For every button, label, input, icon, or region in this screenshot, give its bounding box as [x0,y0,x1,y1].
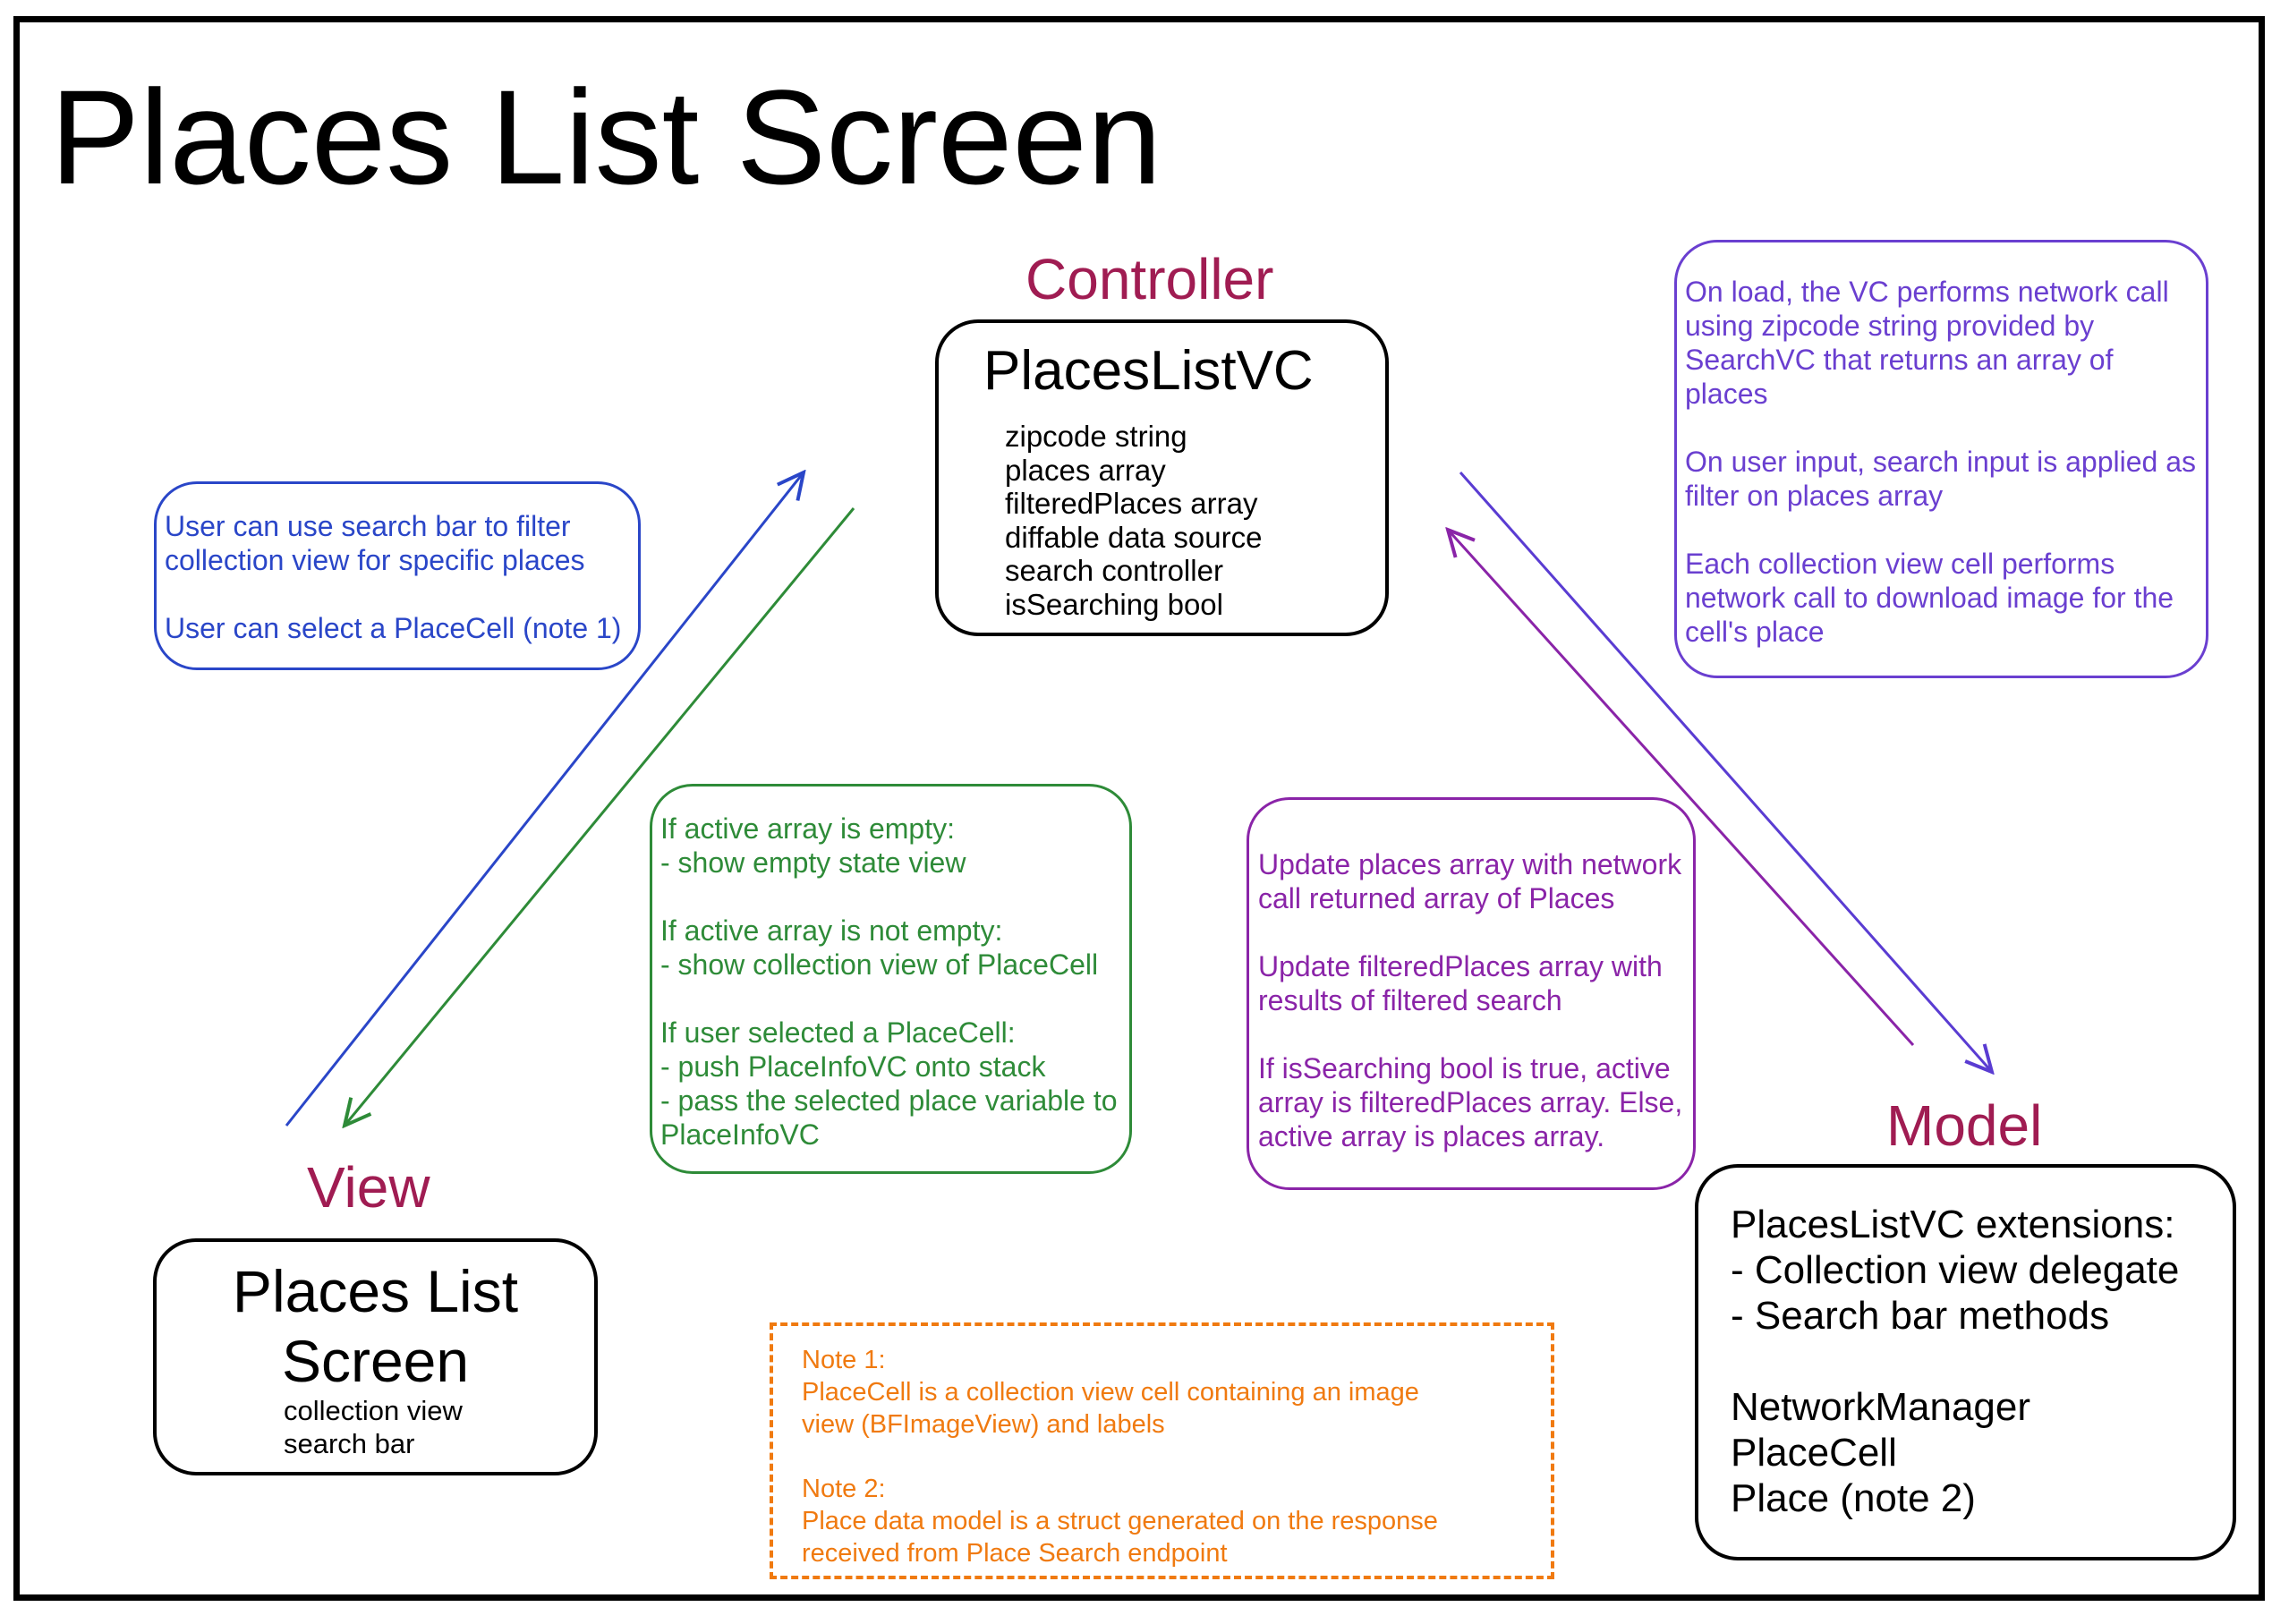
view-name: Places List Screen [157,1256,594,1396]
note-line [1258,915,1682,949]
note-line: User can select a PlaceCell (note 1) [165,612,622,644]
model-line: PlaceCell [1731,1431,1897,1475]
controller-prop: isSearching bool [1005,587,1223,621]
arrow-model-to-controller [1448,530,1915,1047]
page-title: Places List Screen [50,62,1162,212]
controller-prop: filteredPlaces array [1005,487,1258,520]
controller-prop: places array [1005,453,1166,487]
green-note-text: If active array is empty: - show empty s… [660,812,1118,1152]
controller-name: PlacesListVC [983,340,1314,402]
controller-prop: zipcode string [1005,420,1187,453]
model-line [1731,1339,2179,1384]
note-line [1685,411,2196,445]
note-line: cell's place [1685,616,1825,648]
controller-note-text: On load, the VC performs network call us… [1685,275,2196,649]
model-lines: PlacesListVC extensions: - Collection vi… [1731,1202,2179,1521]
note-line [165,577,621,611]
note-line: view (BFImageView) and labels [802,1410,1165,1439]
purple-note-box: Update places array with network call re… [1247,797,1696,1190]
orange-note-text: Note 1: PlaceCell is a collection view c… [802,1344,1438,1569]
model-role-label: Model [1886,1093,2043,1158]
note-line: PlaceInfoVC [660,1118,820,1151]
note-line: received from Place Search endpoint [802,1539,1228,1568]
note-line: If isSearching bool is true, active [1258,1052,1671,1084]
note-line: - push PlaceInfoVC onto stack [660,1050,1046,1083]
controller-box: PlacesListVC zipcode string places array… [935,319,1389,636]
note-line: - pass the selected place variable to [660,1084,1118,1117]
purple-note-text: Update places array with network call re… [1258,847,1682,1153]
model-line: PlacesListVC extensions: [1731,1203,2175,1246]
note-line: filter on places array [1685,480,1944,512]
orange-note-box: Note 1: PlaceCell is a collection view c… [770,1322,1554,1579]
note-line: array is filteredPlaces array. Else, [1258,1086,1683,1118]
note-line: call returned array of Places [1258,882,1615,914]
note-line: network call to download image for the [1685,582,2174,614]
note-line: Place data model is a struct generated o… [802,1507,1438,1535]
note-line: SearchVC that returns an array of [1685,344,2114,376]
note-line [802,1441,1438,1473]
controller-role-label: Controller [1025,247,1274,311]
view-prop: collection view [284,1395,463,1426]
note-line: - show collection view of PlaceCell [660,948,1099,981]
note-line: results of filtered search [1258,984,1562,1016]
controller-note-box: On load, the VC performs network call us… [1674,240,2208,678]
controller-props: zipcode string places array filteredPlac… [1005,420,1262,621]
controller-prop: search controller [1005,554,1223,587]
arrow-controller-to-model [1459,472,1992,1072]
view-name-line: Places List [232,1258,519,1324]
note-line: User can use search bar to filter [165,510,571,542]
note-line: Each collection view cell performs [1685,548,2115,580]
note-line: active array is places array. [1258,1120,1605,1152]
note-line: collection view for specific places [165,544,585,576]
green-note-box: If active array is empty: - show empty s… [650,784,1132,1174]
note-line: On user input, search input is applied a… [1685,446,2196,478]
view-box: Places List Screen collection view searc… [153,1238,598,1475]
note-line: If active array is empty: [660,812,955,845]
model-line: NetworkManager [1731,1385,2031,1429]
model-box: PlacesListVC extensions: - Collection vi… [1695,1164,2236,1560]
model-line: - Search bar methods [1731,1294,2110,1338]
view-name-line: Screen [281,1328,470,1394]
controller-prop: diffable data source [1005,520,1263,554]
view-props: collection view search bar [284,1394,463,1460]
note-line: Note 2: [802,1475,886,1503]
note-line: Update filteredPlaces array with [1258,950,1663,982]
model-line: - Collection view delegate [1731,1248,2180,1292]
diagram-frame [13,16,2265,1601]
note-line: using zipcode string provided by [1685,310,2095,342]
note-line [1685,513,2196,547]
view-note-text: User can use search bar to filter collec… [165,509,621,645]
view-role-label: View [307,1155,430,1220]
note-line [660,982,1118,1016]
note-line: Update places array with network [1258,848,1682,880]
note-line: If user selected a PlaceCell: [660,1016,1016,1049]
view-note-box: User can use search bar to filter collec… [154,481,641,670]
note-line: Note 1: [802,1346,886,1374]
note-line: places [1685,378,1768,410]
note-line: PlaceCell is a collection view cell cont… [802,1378,1419,1407]
model-line: Place (note 2) [1731,1476,1976,1520]
note-line: On load, the VC performs network call [1685,276,2169,308]
note-line [660,880,1118,914]
arrow-view-to-controller [285,472,804,1127]
note-line [1258,1017,1682,1051]
note-line: If active array is not empty: [660,914,1003,947]
view-prop: search bar [284,1428,415,1459]
arrow-controller-to-view [345,507,855,1126]
note-line: - show empty state view [660,846,966,879]
